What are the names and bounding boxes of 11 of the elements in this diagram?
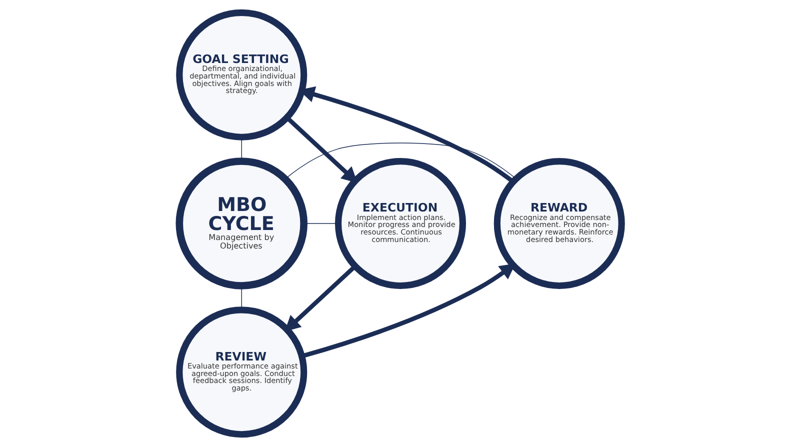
- node-circle: EXECUTION Implement action plans. Monitor progress and provide resources. Continuous communication.: [334, 158, 466, 290]
- connector: [240, 286, 242, 309]
- node-circle: REWARD Recognize and compensate achievement. Provide non-monetary rewards. Reinforce desired behaviors.: [493, 158, 624, 290]
- connector: [285, 142, 515, 178]
- arrow: [284, 266, 356, 332]
- node-circle: REVIEW Evaluate performance against agreed-upon goals. Conduct feedback sessions. Identify gaps.: [176, 306, 307, 438]
- connector: [240, 138, 242, 160]
- node-circle: GOAL SETTING Define organizational, departmental, and individual objectives. Align goals with strategy.: [176, 9, 307, 140]
- arrow: [302, 263, 516, 358]
- connector: [304, 223, 337, 224]
- arrow: [286, 116, 358, 183]
